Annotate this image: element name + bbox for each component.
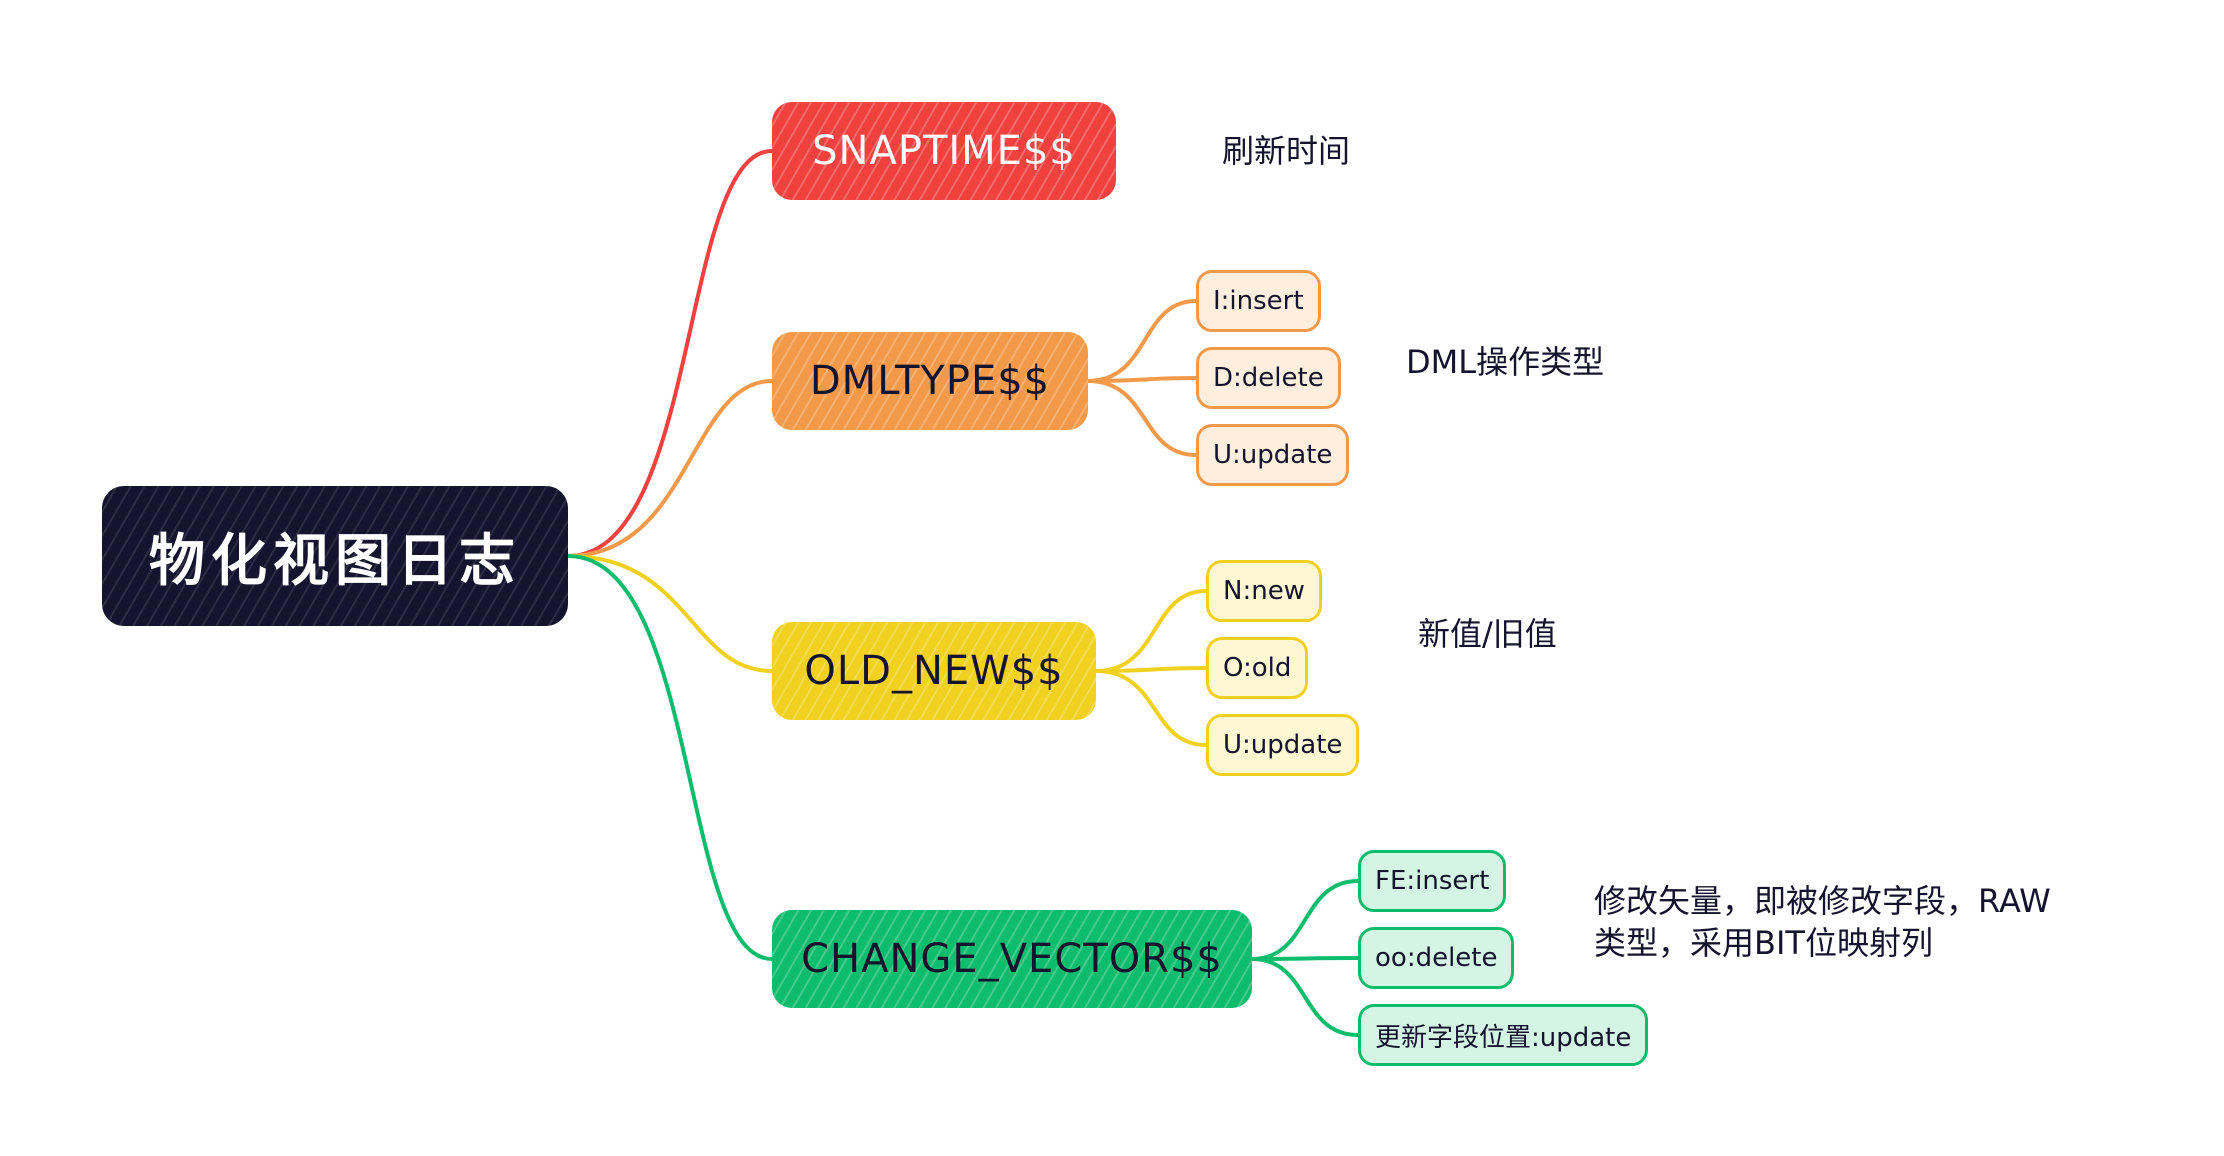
- link-root-snaptime: [567, 149, 773, 558]
- subtopic-old[interactable]: O:old: [1206, 637, 1309, 699]
- subtopic-update[interactable]: U:update: [1196, 424, 1350, 486]
- subtopic-update[interactable]: U:update: [1206, 714, 1360, 776]
- link-oldnew-new: [1095, 589, 1207, 673]
- link-root-oldnew: [567, 554, 773, 673]
- link-root-dmltype: [567, 379, 773, 558]
- topic-old-new[interactable]: OLD_NEW$$: [772, 622, 1096, 720]
- link-changevector-oodelete: [1251, 956, 1359, 961]
- link-root-changevector: [567, 554, 773, 961]
- subtopic-fe-insert[interactable]: FE:insert: [1358, 850, 1507, 912]
- topic-dmltype[interactable]: DMLTYPE$$: [772, 332, 1088, 430]
- link-dmltype-update: [1087, 379, 1197, 457]
- subtopic-delete[interactable]: D:delete: [1196, 347, 1341, 409]
- link-changevector-feinsert: [1251, 879, 1359, 961]
- note-change-vector-line-2: 类型，采用BIT位映射列: [1594, 924, 1933, 962]
- subtopic-field-update[interactable]: 更新字段位置:update: [1358, 1004, 1649, 1066]
- note-change-vector-line-1: 修改矢量，即被修改字段，RAW: [1594, 882, 2051, 920]
- subtopic-new[interactable]: N:new: [1206, 560, 1322, 622]
- link-oldnew-update: [1095, 669, 1207, 747]
- link-dmltype-delete: [1087, 376, 1197, 383]
- note-old-new: 新值/旧值: [1418, 615, 1557, 653]
- root-topic[interactable]: 物化视图日志: [102, 486, 568, 626]
- link-dmltype-insert: [1087, 299, 1197, 383]
- topic-change-vector[interactable]: CHANGE_VECTOR$$: [772, 910, 1252, 1008]
- topic-snaptime[interactable]: SNAPTIME$$: [772, 102, 1116, 200]
- subtopic-insert[interactable]: I:insert: [1196, 270, 1321, 332]
- subtopic-oo-delete[interactable]: oo:delete: [1358, 927, 1515, 989]
- note-dmltype: DML操作类型: [1406, 343, 1605, 381]
- link-changevector-update: [1251, 957, 1359, 1037]
- note-snaptime: 刷新时间: [1222, 132, 1351, 170]
- note-change-vector: 修改矢量，即被修改字段，RAW 类型，采用BIT位映射列: [1594, 880, 2051, 964]
- link-oldnew-old: [1095, 666, 1207, 673]
